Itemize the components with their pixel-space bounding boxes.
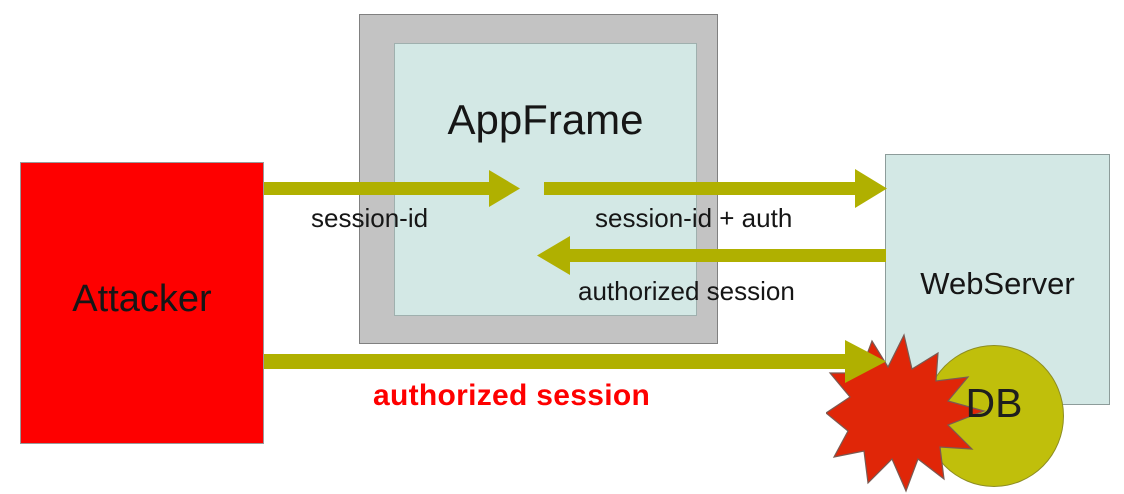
node-webserver-label: WebServer <box>920 266 1075 301</box>
node-attacker <box>20 162 264 444</box>
edge-label-session-id: session-id <box>311 203 429 233</box>
node-attacker-label: Attacker <box>72 278 212 320</box>
edge-label-authorized-session: authorized session <box>578 276 795 306</box>
edge-label-authorized-session-emphasis: authorized session <box>373 379 651 412</box>
node-db-label: DB <box>965 380 1023 426</box>
node-appframe-label: AppFrame <box>447 96 644 143</box>
edge-label-session-id-auth: session-id + auth <box>595 203 793 233</box>
arrow-attacker-to-db <box>264 340 886 383</box>
